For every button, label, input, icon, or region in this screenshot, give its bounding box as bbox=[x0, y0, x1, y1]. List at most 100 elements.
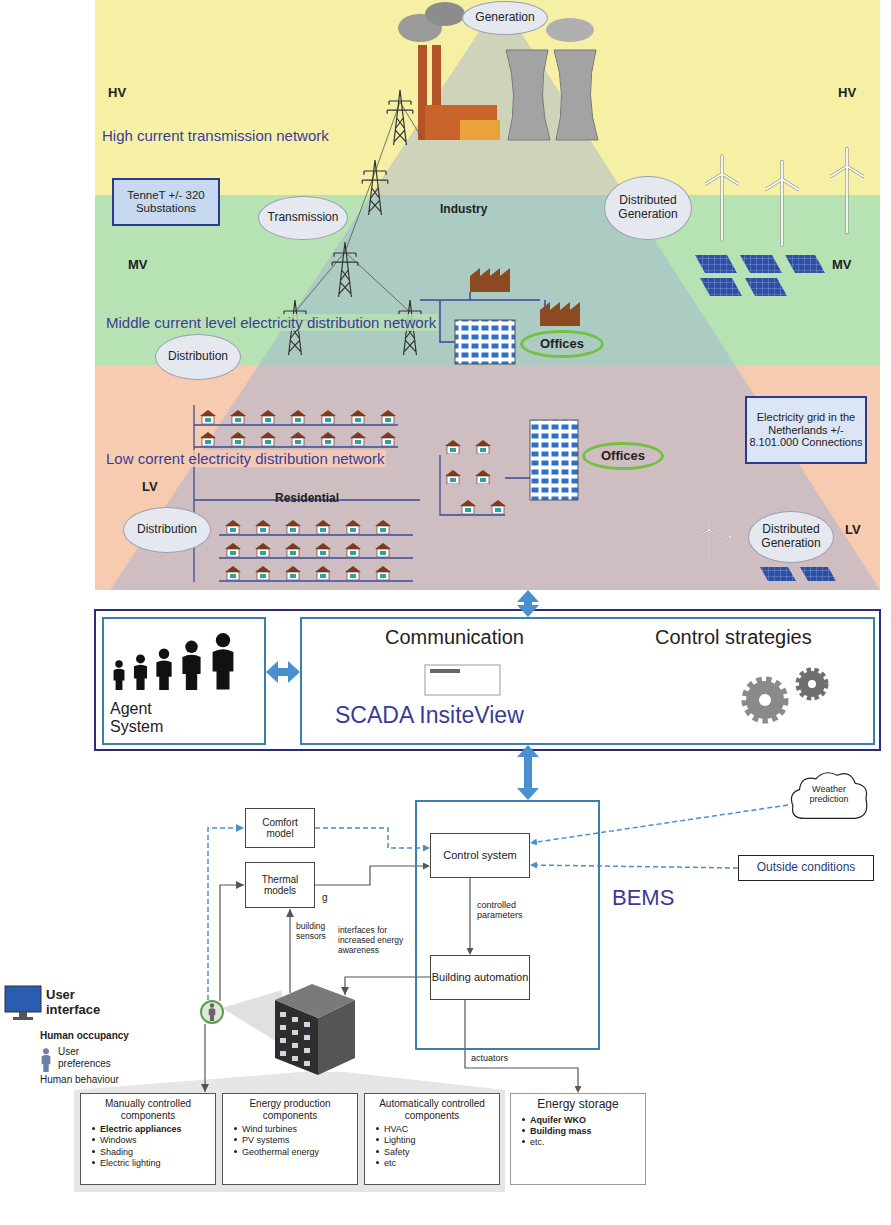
node-text: Electricity grid in the Netherlands +/- … bbox=[747, 411, 865, 449]
node-text: Communication bbox=[385, 626, 524, 649]
node-text: Control system bbox=[443, 849, 516, 862]
list-item: Building mass bbox=[530, 1126, 592, 1137]
model-box: Thermal models bbox=[245, 862, 315, 908]
bullet bbox=[376, 1138, 379, 1141]
model-box: Comfort model bbox=[245, 808, 315, 848]
voltage-band: Electricity grid in the Netherlands +/- … bbox=[95, 365, 880, 590]
bullet bbox=[234, 1150, 237, 1153]
node-text: MV bbox=[832, 258, 852, 273]
node-text: Middle current level electricity distrib… bbox=[104, 314, 438, 331]
node-text: Distribution bbox=[137, 523, 197, 537]
node-text: Generation bbox=[475, 11, 534, 25]
list-item: etc bbox=[384, 1158, 396, 1169]
node-text: HV bbox=[838, 86, 856, 101]
bullet bbox=[522, 1140, 525, 1143]
bullet bbox=[376, 1150, 379, 1153]
component-box: Automatically controlled componentsHVACL… bbox=[364, 1093, 500, 1185]
grid-ellipse: Transmission bbox=[258, 196, 348, 240]
bullet bbox=[92, 1138, 95, 1141]
power-plant bbox=[398, 2, 598, 140]
list-item: Electric appliances bbox=[100, 1124, 182, 1135]
bullet bbox=[234, 1127, 237, 1130]
connector bbox=[524, 602, 532, 605]
list-item: HVAC bbox=[384, 1124, 408, 1135]
list-item: Shading bbox=[100, 1147, 133, 1158]
user-figure bbox=[42, 1048, 51, 1072]
component-ground bbox=[74, 1072, 505, 1192]
node-text: LV bbox=[845, 523, 861, 538]
list-item: Aquifer WKO bbox=[530, 1115, 586, 1126]
component-box: Energy production componentsWind turbine… bbox=[222, 1093, 358, 1185]
process-box: Control system bbox=[430, 833, 530, 878]
connector bbox=[315, 866, 423, 885]
node-text: Outside conditions bbox=[757, 861, 856, 875]
connector bbox=[465, 1000, 578, 1086]
scada-box: CommunicationControl strategiesSCADA Ins… bbox=[300, 617, 875, 745]
note-label: Human behaviour bbox=[40, 1074, 119, 1086]
node-text: Distributed Generation bbox=[756, 523, 827, 551]
node-text: High current transmission network bbox=[100, 127, 331, 144]
bullet bbox=[92, 1161, 95, 1164]
node-text: BEMS bbox=[612, 885, 674, 910]
component-box: Manually controlled componentsElectric a… bbox=[80, 1093, 216, 1185]
list-item: Windows bbox=[100, 1135, 137, 1146]
connector bbox=[537, 865, 738, 868]
edge-label: controlled parameters bbox=[476, 900, 534, 921]
process-box: Building automation bbox=[430, 955, 530, 1000]
connector bbox=[315, 828, 423, 848]
list-item: etc. bbox=[530, 1137, 545, 1148]
storage-box: Energy storageAquifer WKOBuilding masset… bbox=[510, 1093, 646, 1185]
envelope-icon bbox=[425, 665, 500, 695]
connector bbox=[278, 668, 288, 676]
note-label: User preferences bbox=[58, 1046, 120, 1069]
node-text: Thermal models bbox=[250, 874, 310, 897]
leader-arrows bbox=[205, 828, 430, 1092]
connector bbox=[469, 878, 470, 948]
node-text: Comfort model bbox=[250, 817, 310, 840]
note-label: Human occupancy bbox=[40, 1030, 129, 1042]
node-text: Distributed Generation bbox=[612, 194, 684, 222]
node-text: Distribution bbox=[168, 350, 228, 364]
bullet bbox=[376, 1161, 379, 1164]
agent-box: Agent System bbox=[102, 617, 266, 745]
connector bbox=[524, 757, 532, 788]
grid-ellipse: Distribution bbox=[123, 507, 211, 553]
wind-and-solar bbox=[695, 148, 863, 581]
input-box: Outside conditions bbox=[738, 855, 874, 881]
scada-frame bbox=[95, 610, 880, 750]
node-text: Transmission bbox=[268, 211, 339, 225]
node-text: Control strategies bbox=[655, 626, 812, 649]
bullet bbox=[376, 1127, 379, 1130]
agent-figures bbox=[114, 633, 234, 690]
grid-ellipse: Generation bbox=[462, 1, 548, 35]
bullet bbox=[522, 1118, 525, 1121]
box-title: Energy storage bbox=[537, 1097, 618, 1111]
connector bbox=[537, 805, 788, 842]
view-cone bbox=[222, 990, 282, 1045]
box-title: Energy production components bbox=[249, 1098, 330, 1121]
note-label: g bbox=[322, 892, 328, 904]
note-label: User interface bbox=[46, 988, 121, 1018]
edge-label: actuators bbox=[470, 1053, 509, 1063]
grid-ellipse: Distributed Generation bbox=[604, 176, 692, 240]
industry-and-offices bbox=[420, 268, 580, 500]
list-item: Geothermal energy bbox=[242, 1147, 319, 1158]
voltage-band: GenerationTenneT +/- 320 SubstationsHVHV… bbox=[95, 0, 880, 195]
note-label: building sensors bbox=[296, 922, 336, 942]
box-title: Manually controlled components bbox=[105, 1098, 191, 1121]
box-title: Automatically controlled components bbox=[379, 1098, 485, 1121]
node-text: Weather prediction bbox=[803, 785, 855, 805]
info-box: TenneT +/- 320 Substations bbox=[112, 178, 220, 226]
list-item: Safety bbox=[384, 1147, 410, 1158]
node-text: TenneT +/- 320 Substations bbox=[114, 189, 218, 215]
list-item: Wind turbines bbox=[242, 1124, 297, 1135]
user-interface-monitor bbox=[5, 986, 41, 1020]
residential-houses bbox=[194, 405, 506, 582]
building-icon bbox=[275, 984, 355, 1075]
info-box: Electricity grid in the Netherlands +/- … bbox=[745, 396, 867, 464]
office-marker: Offices bbox=[582, 442, 664, 470]
weather-cloud: Weather prediction bbox=[788, 768, 870, 822]
voltage-grounds bbox=[95, 0, 880, 590]
gear-icon bbox=[746, 671, 825, 719]
node-text: LV bbox=[142, 480, 158, 495]
